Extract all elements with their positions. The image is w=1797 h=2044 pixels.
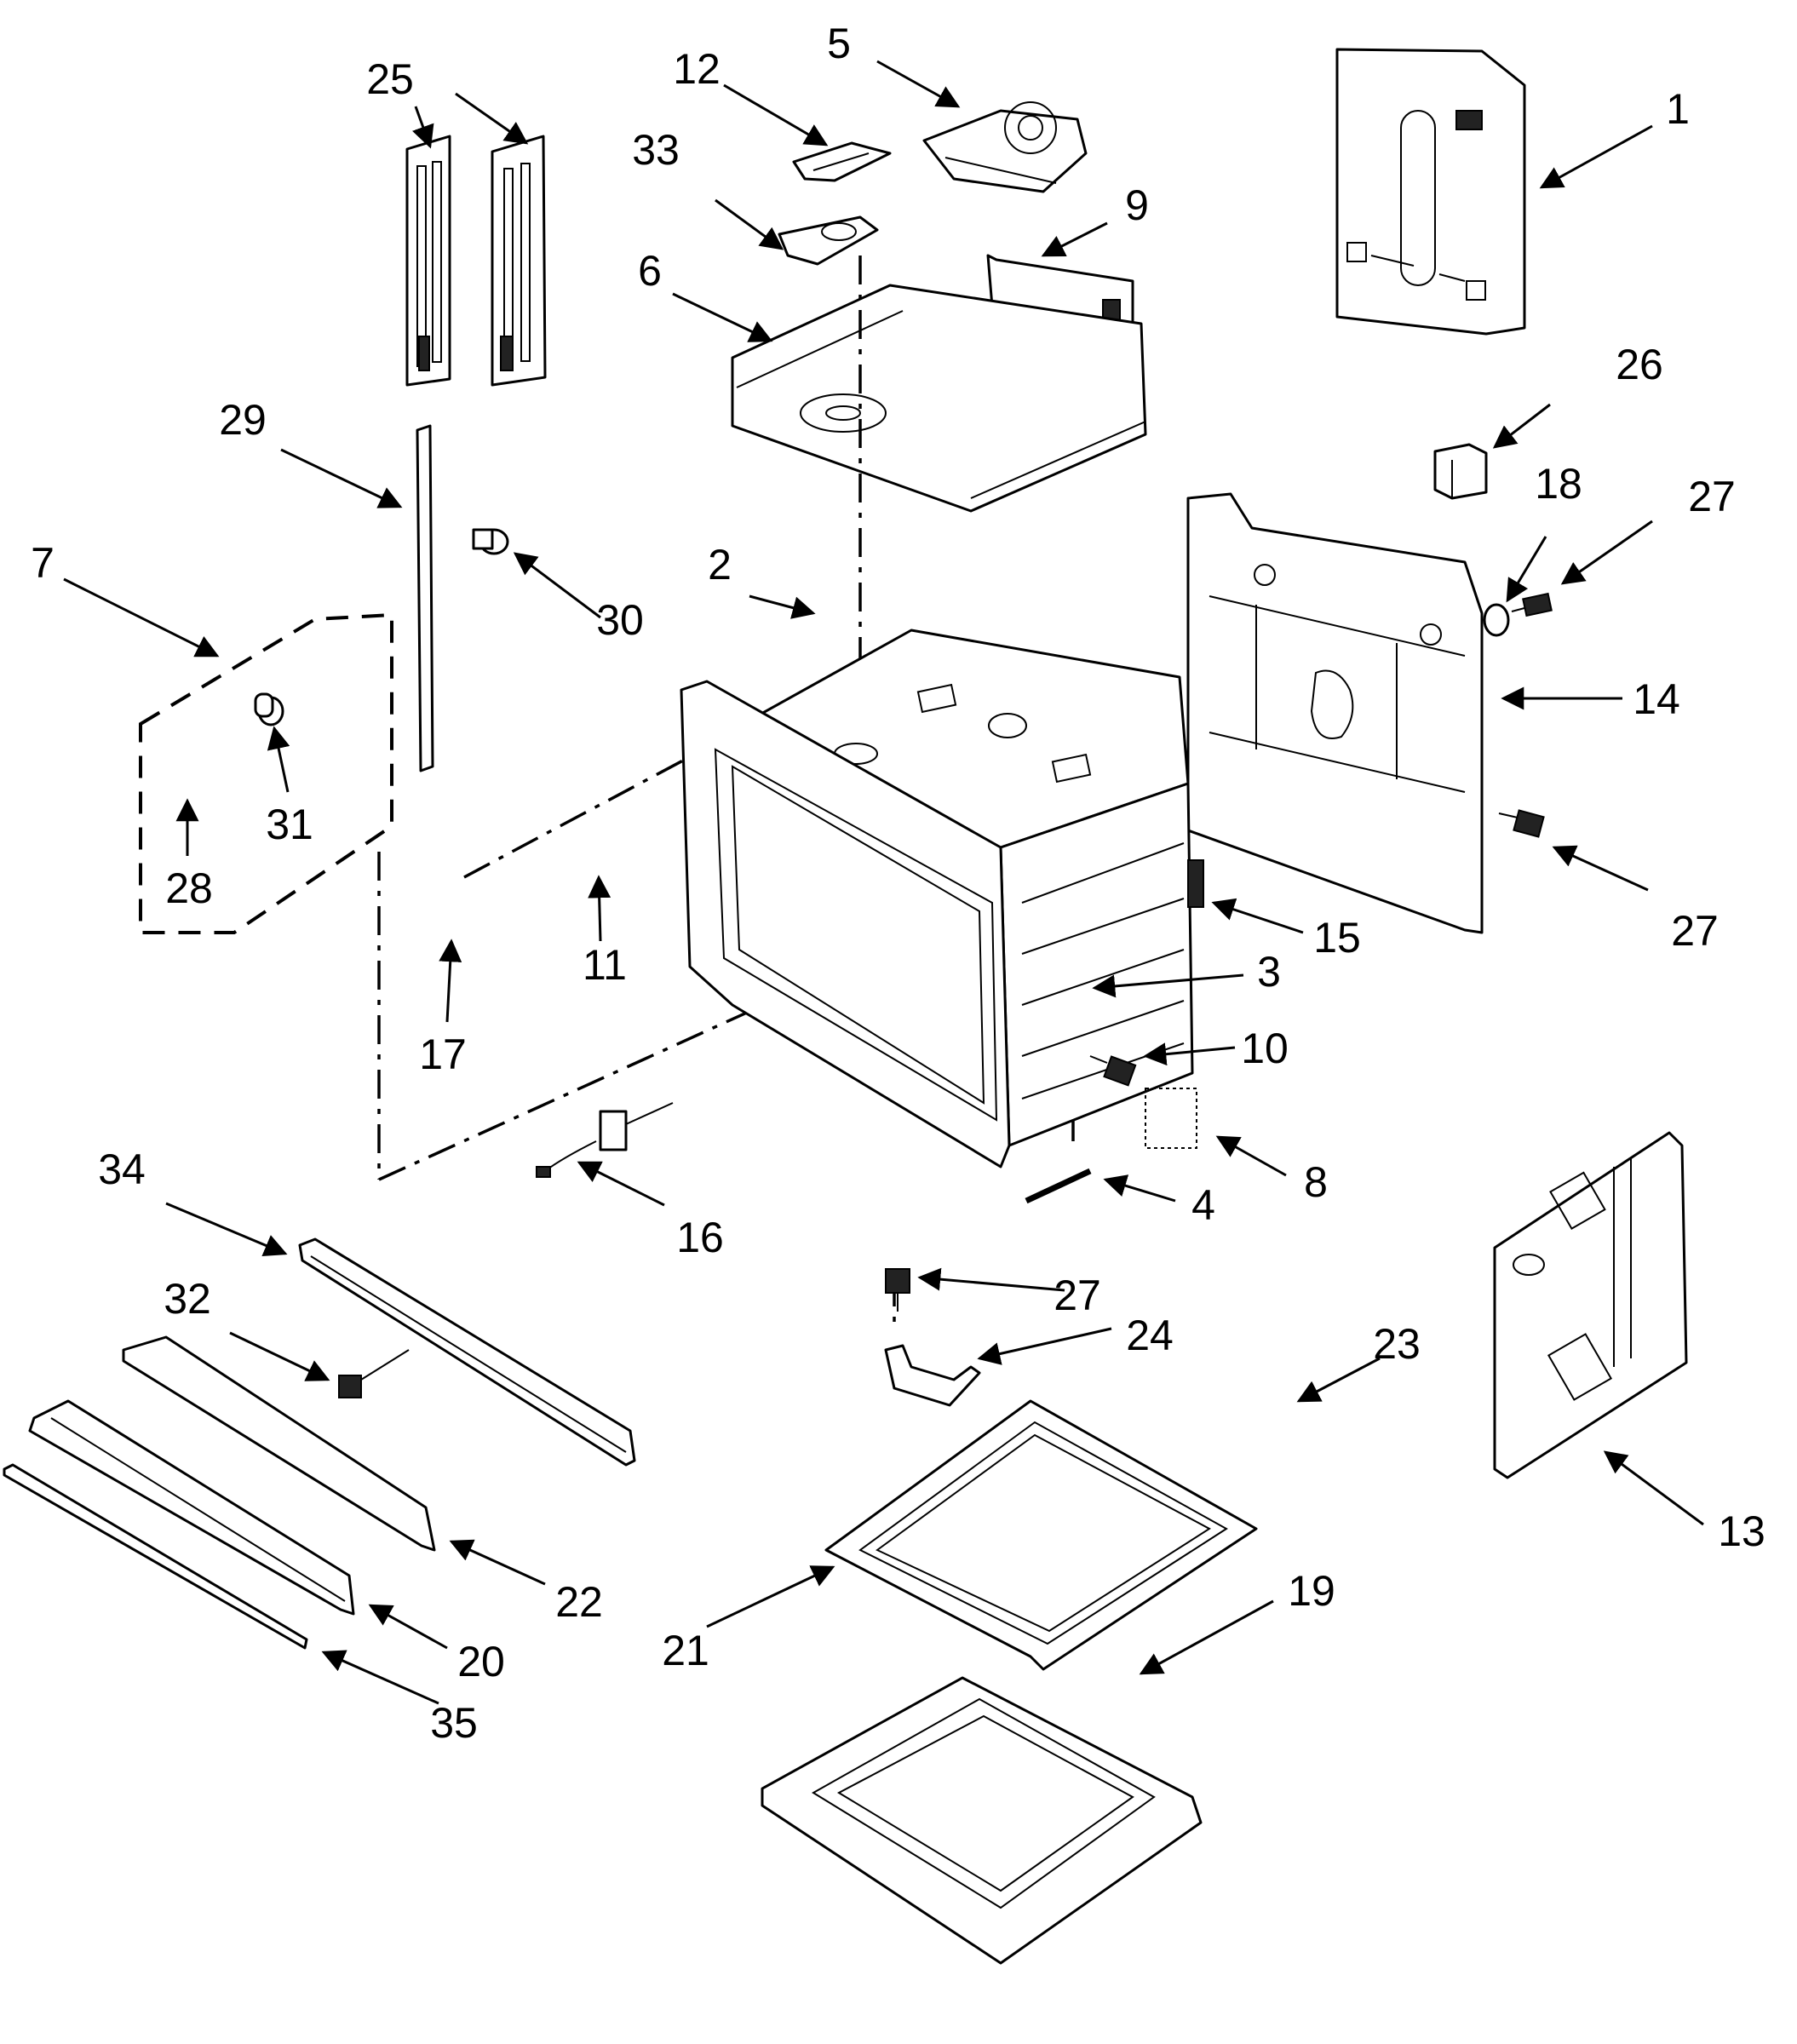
part-4-rod (1025, 1168, 1092, 1204)
part-27-screw-upper (1511, 592, 1553, 617)
callout-8: 8 (1304, 1158, 1328, 1206)
callout-21: 21 (662, 1627, 709, 1674)
callout-25: 25 (366, 55, 414, 103)
callout-arrows (63, 60, 1704, 1705)
callout-18: 18 (1535, 460, 1582, 508)
part-21-bottom-tray (824, 1399, 1258, 1671)
part-35-trim (3, 1463, 308, 1650)
part-29-strip (416, 424, 434, 772)
callout-15: 15 (1313, 914, 1361, 962)
callout-29: 29 (219, 396, 267, 444)
callout-5: 5 (827, 20, 851, 67)
callout-13: 13 (1718, 1507, 1765, 1555)
part-30-bulb-holder (472, 528, 509, 555)
callout-16: 16 (676, 1214, 724, 1261)
callout-32: 32 (164, 1275, 211, 1323)
callout-17: 17 (419, 1031, 467, 1078)
part-27-screw-lower (1498, 809, 1545, 838)
callout-27-upper: 27 (1688, 473, 1736, 520)
callout-11: 11 (583, 941, 627, 989)
callout-33: 33 (632, 126, 680, 174)
callout-6: 6 (638, 247, 662, 295)
callout-22: 22 (555, 1578, 603, 1626)
part-26-box (1433, 443, 1488, 500)
part-22-trim (122, 1335, 436, 1552)
callout-30: 30 (596, 596, 644, 644)
callout-20: 20 (457, 1638, 505, 1685)
callout-31: 31 (266, 801, 313, 848)
callout-26: 26 (1616, 341, 1663, 388)
part-10-screw (1089, 1055, 1137, 1087)
part-8-label (1145, 1088, 1197, 1149)
part-5-motor (922, 101, 1088, 193)
callout-labels: 1 2 3 4 5 6 7 8 9 10 11 12 13 14 15 16 1… (31, 20, 1765, 1747)
part-13-side-panel (1493, 1131, 1688, 1479)
callout-7: 7 (31, 539, 55, 587)
callout-1: 1 (1666, 85, 1690, 133)
callout-27-lower: 27 (1671, 907, 1719, 955)
part-12-cover (792, 141, 892, 182)
callout-14: 14 (1633, 675, 1680, 723)
callout-27-bottom: 27 (1054, 1272, 1101, 1319)
part-34-rail (298, 1237, 636, 1467)
callout-9: 9 (1125, 181, 1149, 229)
callout-24: 24 (1126, 1312, 1174, 1359)
part-14-rear-panel (1186, 492, 1484, 934)
part-27-screw-bottom (885, 1268, 910, 1312)
part-6-top-plate (731, 284, 1147, 513)
part-18-clip (1483, 603, 1510, 637)
part-19-lower-tray (761, 1676, 1203, 1965)
part-16-sensor (536, 1102, 674, 1178)
callout-10: 10 (1241, 1025, 1289, 1072)
callout-4: 4 (1191, 1181, 1215, 1229)
part-2-oven-cavity (680, 629, 1204, 1168)
callout-23: 23 (1373, 1320, 1421, 1368)
callout-19: 19 (1288, 1567, 1335, 1615)
part-32-screw (338, 1349, 410, 1398)
callout-12: 12 (673, 45, 721, 93)
part-20-trim (28, 1399, 355, 1616)
part-25-panels (405, 135, 547, 387)
callout-35: 35 (430, 1699, 478, 1747)
part-24-bracket (884, 1344, 981, 1407)
callout-34: 34 (98, 1145, 146, 1193)
callout-2: 2 (708, 541, 732, 589)
part-7-lamp-assembly (139, 612, 393, 934)
callout-3: 3 (1257, 948, 1281, 996)
part-1-panel (1335, 48, 1526, 336)
part-33-bracket (778, 215, 879, 266)
callout-28: 28 (165, 864, 213, 912)
